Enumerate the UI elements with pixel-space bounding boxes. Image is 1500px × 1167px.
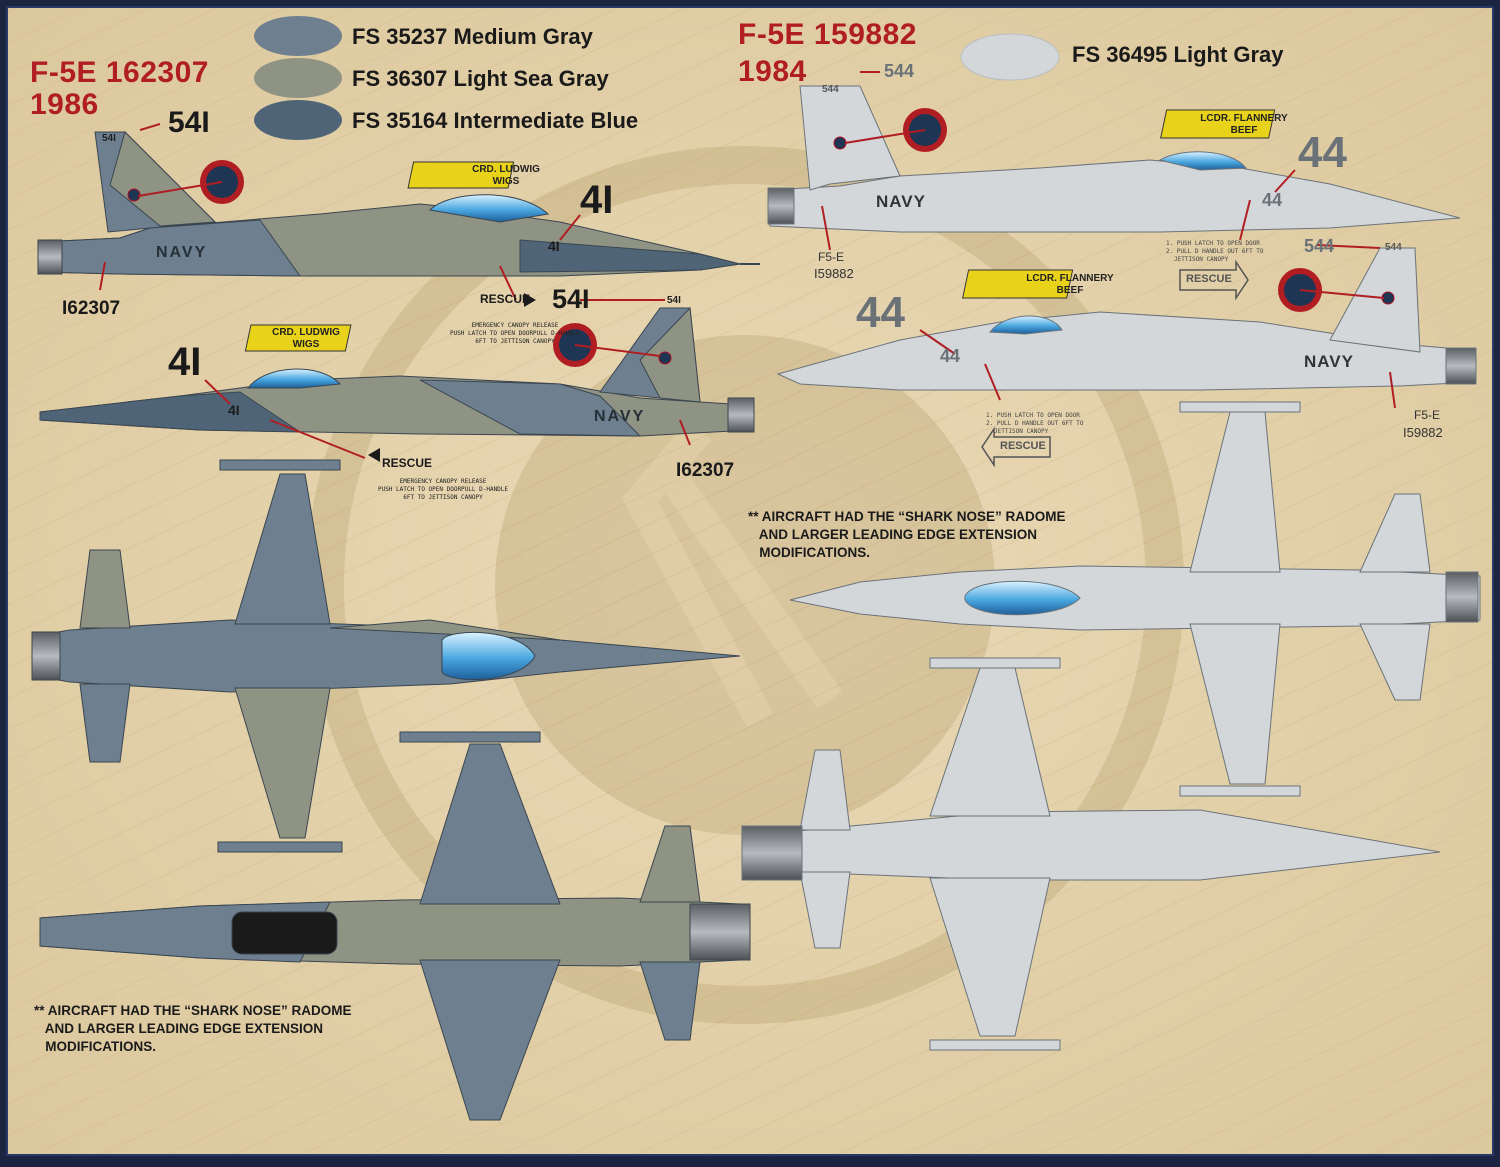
profile-162307-left-markings	[204, 293, 691, 462]
nose-number-callout-1: 4I	[580, 178, 614, 222]
door-text-4b: 2. PULL D HANDLE OUT 6FT TO	[986, 420, 1084, 427]
swatch-light-gray	[960, 33, 1060, 81]
type-label-4: F5-E	[1414, 408, 1441, 422]
tail-code-callout-1: 54I	[168, 106, 210, 139]
name-plate-2	[244, 324, 352, 352]
profile-159882-left-markings	[919, 268, 1396, 409]
swatch-label-intermediate-blue: FS 35164 Intermediate Blue	[352, 108, 639, 133]
rescue-label-4: RESCUE	[1000, 440, 1046, 452]
name-plate-1-line2: WIGS	[492, 176, 520, 187]
aircraft-right-designation: F-5E 159882	[738, 18, 917, 51]
swatch-label-light-sea-gray: FS 36307 Light Sea Gray	[352, 66, 609, 91]
note-shark-nose-right: ** AIRCRAFT HAD THE “SHARK NOSE” RADOME …	[748, 509, 1066, 560]
door-text-3b: 2. PULL D HANDLE OUT 6FT TO	[1166, 248, 1264, 255]
canopy-release-text-1b: PUSH LATCH TO OPEN DOORPULL D-HANDLE	[449, 330, 581, 337]
name-plate-2-line1: CRD. LUDWIG	[272, 327, 340, 338]
door-text-3a: 1. PUSH LATCH TO OPEN DOOR	[1166, 240, 1260, 247]
planform-162307-top	[31, 459, 741, 853]
rescue-label-3: RESCUE	[1186, 273, 1232, 285]
swatch-intermediate-blue	[254, 100, 342, 140]
canopy-release-text-2b: PUSH LATCH TO OPEN DOORPULL D-HANDLE	[377, 486, 509, 493]
rescue-label-2: RESCUE	[382, 456, 433, 470]
tail-code-callout-4: 544	[1304, 236, 1335, 256]
swatch-medium-gray	[254, 16, 342, 56]
swatch-light-sea-gray	[254, 58, 342, 98]
profile-159882-right-markings	[821, 71, 1381, 251]
canopy-release-text-1a: EMERGENCY CANOPY RELEASE	[471, 322, 559, 329]
name-plate-4-line2: BEEF	[1056, 285, 1084, 296]
tail-code-small-2: 54I	[667, 295, 681, 306]
navy-label-1: NAVY	[156, 244, 208, 261]
door-text-3c: JETTISON CANOPY	[1174, 256, 1229, 263]
aircraft-left-year: 1986	[30, 88, 99, 121]
canopy-release-text-1c: 6FT TO JETTISON CANOPY	[475, 338, 555, 345]
tail-code-small-1: 54I	[102, 133, 116, 144]
rescue-arrow-left	[981, 426, 1051, 468]
serial-callout-2: I62307	[676, 460, 735, 481]
nose-number-small-4: 44	[940, 346, 961, 366]
serial-callout-3: I59882	[814, 266, 854, 281]
aircraft-left-designation: F-5E 162307	[30, 56, 209, 89]
swatch-label-light-gray: FS 36495 Light Gray	[1072, 42, 1284, 67]
swatch-label-medium-gray: FS 35237 Medium Gray	[352, 24, 593, 49]
tail-code-small-3: 544	[822, 84, 839, 95]
name-plate-4-line1: LCDR. FLANNERY	[1026, 273, 1114, 284]
tail-code-callout-3: 544	[884, 61, 915, 81]
name-plate-3-line1: LCDR. FLANNERY	[1200, 113, 1288, 124]
door-text-4a: 1. PUSH LATCH TO OPEN DOOR	[986, 412, 1080, 419]
planform-159882-top	[789, 401, 1481, 797]
serial-callout-1: I62307	[62, 298, 121, 319]
nose-number-callout-4: 44	[856, 288, 905, 337]
planform-159882-bottom	[741, 657, 1441, 1051]
planform-162307-bottom	[39, 731, 751, 1121]
profile-159882-left	[776, 247, 1477, 391]
name-plate-3-line2: BEEF	[1230, 125, 1258, 136]
navy-label-2: NAVY	[594, 408, 646, 425]
navy-label-4: NAVY	[1304, 352, 1354, 371]
aircraft-right-year: 1984	[738, 55, 807, 88]
nose-number-small-1: 4I	[548, 238, 560, 254]
nose-number-callout-2: 4I	[168, 340, 202, 384]
nose-number-small-2: 4I	[228, 402, 240, 418]
tail-code-small-4: 544	[1385, 242, 1402, 253]
navy-label-3: NAVY	[876, 192, 926, 211]
rescue-label-1: RESCUE	[480, 292, 531, 306]
name-plate-1-line1: CRD. LUDWIG	[472, 164, 540, 175]
rescue-arrow-right	[1179, 259, 1249, 301]
serial-callout-4: I59882	[1403, 425, 1443, 440]
type-label-3: F5-E	[818, 250, 845, 264]
note-shark-nose-left: ** AIRCRAFT HAD THE “SHARK NOSE” RADOME …	[34, 1003, 352, 1054]
name-plate-2-line2: WIGS	[292, 339, 320, 350]
door-text-4c: JETTISON CANOPY	[994, 428, 1049, 435]
profile-162307-right-markings	[99, 123, 665, 301]
name-plate-1	[407, 161, 515, 189]
nose-number-small-3: 44	[1262, 190, 1283, 210]
nose-number-callout-3: 44	[1298, 128, 1347, 177]
canopy-release-text-2c: 6FT TO JETTISON CANOPY	[403, 494, 483, 501]
canopy-release-text-2a: EMERGENCY CANOPY RELEASE	[399, 478, 487, 485]
tail-code-callout-2: 54I	[552, 284, 590, 314]
